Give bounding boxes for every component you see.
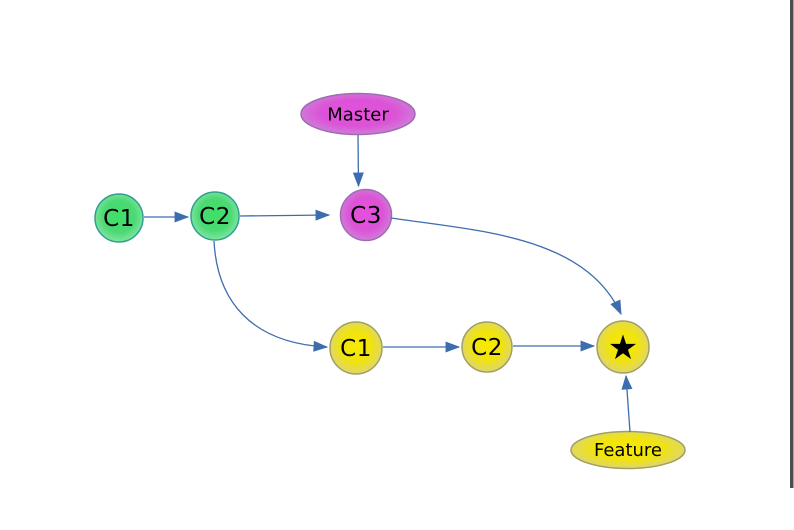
feature-c1-circle: [329, 321, 383, 375]
feature-ellipse: [570, 430, 686, 470]
node-master-branch: Master: [300, 92, 416, 136]
merge-star-icon: ★: [608, 328, 638, 368]
node-main-c3: C3: [339, 188, 393, 242]
edge-c2-to-feature-c1-curve: [213, 240, 329, 352]
node-merge-commit: ★: [596, 320, 650, 374]
node-feature-c2: C2: [461, 321, 513, 373]
master-branch-label: Master: [327, 105, 389, 126]
node-feature-c1: C1: [329, 321, 383, 375]
main-c3-label: C3: [350, 203, 382, 229]
node-feature-branch: Feature: [570, 430, 686, 470]
edge-c3-to-merge-curve: [390, 217, 622, 316]
feature-branch-label: Feature: [594, 440, 662, 461]
merge-commit-circle: [596, 320, 650, 374]
main-c3-circle: [339, 188, 393, 242]
main-c2-label: C2: [199, 204, 231, 230]
main-c2-circle: [190, 191, 240, 241]
master-ellipse: [300, 92, 416, 136]
feature-c2-label: C2: [471, 335, 503, 361]
main-c1-circle: [94, 193, 144, 243]
node-main-c1: C1: [94, 193, 144, 243]
feature-c1-label: C1: [340, 336, 372, 362]
main-c1-label: C1: [103, 206, 135, 232]
edge-master-to-c3: [352, 134, 364, 188]
edge-feature-to-merge: [621, 374, 633, 433]
node-main-c2: C2: [190, 191, 240, 241]
feature-c2-circle: [461, 321, 513, 373]
edge-c2-to-c3-main: [239, 209, 331, 221]
window-right-edge-bar: [790, 0, 794, 488]
